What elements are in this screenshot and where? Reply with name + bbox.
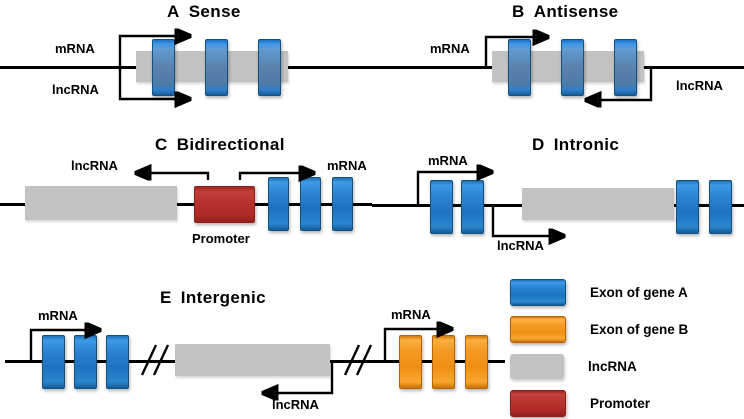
legend-swatch-lncrna xyxy=(510,353,564,379)
legend-label-promoter: Promoter xyxy=(590,395,651,411)
panel-b-lncrna-label: lncRNA xyxy=(676,78,723,93)
panel-b-name: Antisense xyxy=(533,2,619,21)
panel-e-exon-a3 xyxy=(106,335,129,389)
panel-a-title: A Sense xyxy=(167,2,241,22)
panel-e-lncrna-label: lncRNA xyxy=(272,397,319,412)
panel-b-letter: B xyxy=(512,2,525,21)
panel-e-exon-b1 xyxy=(399,335,422,389)
legend: Exon of gene A Exon of gene B lncRNA Pro… xyxy=(510,278,744,417)
panel-e-letter: E xyxy=(160,288,172,307)
panel-a-exon-1 xyxy=(152,39,175,96)
panel-b-exon-3 xyxy=(614,39,637,96)
panel-e-mrna-label-left: mRNA xyxy=(38,308,78,323)
panel-c-promoter-box xyxy=(194,186,255,223)
panel-c-letter: C xyxy=(155,135,168,154)
panel-c-title: C Bidirectional xyxy=(155,135,285,155)
panel-d-name: Intronic xyxy=(553,135,620,154)
legend-item-exon-gene-b: Exon of gene B xyxy=(510,315,689,343)
panel-a-letter: A xyxy=(167,2,180,21)
panel-a-exon-3 xyxy=(258,39,281,96)
panel-e-name: Intergenic xyxy=(180,288,266,307)
panel-c-lncrna-bar xyxy=(25,186,177,220)
panel-c-mrna-label: mRNA xyxy=(327,158,367,173)
panel-d-mrna-label: mRNA xyxy=(428,153,468,168)
panel-b-exon-2 xyxy=(561,39,584,96)
panel-d-lncrna-bar xyxy=(522,188,674,220)
panel-c-promoter-label: Promoter xyxy=(192,231,250,246)
panel-c-exon-2 xyxy=(300,177,321,231)
panel-e-exon-b2 xyxy=(432,335,455,389)
panel-e-title: E Intergenic xyxy=(160,288,266,308)
panel-e-exon-a1 xyxy=(42,335,65,389)
legend-item-lncrna: lncRNA xyxy=(510,353,637,379)
panel-b-title: B Antisense xyxy=(512,2,619,22)
panel-c-lncrna-label: lncRNA xyxy=(71,158,118,173)
panel-e-mrna-label-right: mRNA xyxy=(391,307,431,322)
panel-a-name: Sense xyxy=(188,2,241,21)
panel-d-exon-1 xyxy=(430,180,453,234)
panel-d-title: D Intronic xyxy=(532,135,619,155)
panel-e-exon-a2 xyxy=(74,335,97,389)
panel-e-lncrna-bar xyxy=(175,344,330,376)
panel-d-exon-4 xyxy=(709,180,732,234)
panel-d-letter: D xyxy=(532,135,545,154)
legend-swatch-exon-gene-b xyxy=(510,315,566,343)
panel-d-exon-3 xyxy=(676,180,699,234)
panel-c-exon-1 xyxy=(268,177,289,231)
legend-item-exon-gene-a: Exon of gene A xyxy=(510,278,688,306)
legend-label-exon-gene-a: Exon of gene A xyxy=(590,284,688,300)
panel-a-mrna-label: mRNA xyxy=(55,41,95,56)
legend-swatch-promoter xyxy=(510,389,566,417)
panel-c-exon-3 xyxy=(332,177,353,231)
panel-c-lncrna-arrow xyxy=(138,173,210,180)
panel-a-exon-2 xyxy=(205,39,228,96)
legend-label-lncrna: lncRNA xyxy=(588,358,637,374)
panel-b-mrna-label: mRNA xyxy=(430,41,470,56)
panel-b-exon-1 xyxy=(508,39,531,96)
legend-swatch-exon-gene-a xyxy=(510,278,566,306)
panel-a-lncrna-label: lncRNA xyxy=(52,82,99,97)
panel-e-exon-b3 xyxy=(465,335,488,389)
panel-d-exon-2 xyxy=(461,180,484,234)
legend-label-exon-gene-b: Exon of gene B xyxy=(590,321,689,337)
panel-c-genomic-axis xyxy=(0,203,372,206)
legend-item-promoter: Promoter xyxy=(510,389,651,417)
panel-d-lncrna-label: lncRNA xyxy=(497,238,544,253)
panel-c-name: Bidirectional xyxy=(176,135,285,154)
